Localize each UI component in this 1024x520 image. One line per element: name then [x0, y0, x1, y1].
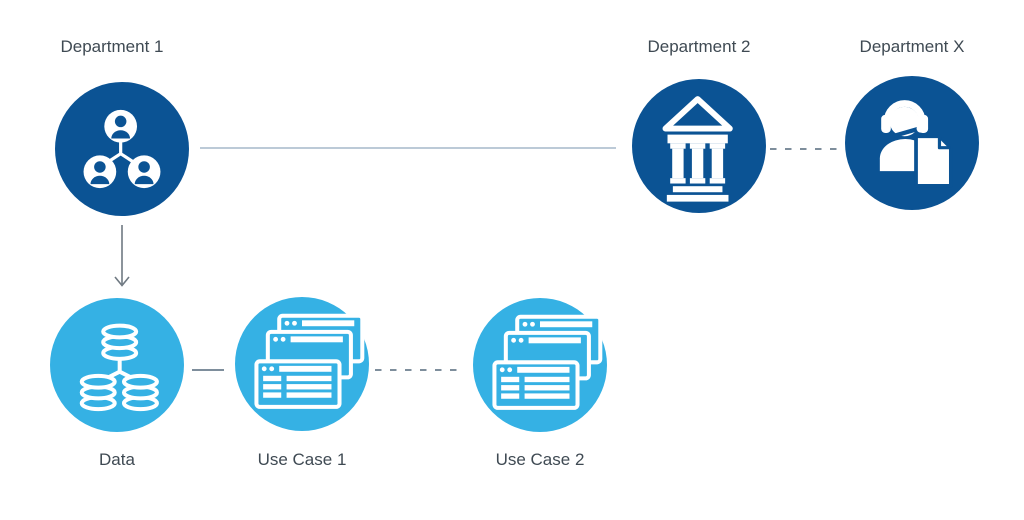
node-department-x	[845, 76, 979, 210]
bank-icon	[662, 96, 733, 202]
label-use-case-1: Use Case 1	[257, 450, 347, 469]
support-agent-document-icon	[879, 100, 953, 188]
label-department-x: Department X	[859, 37, 965, 56]
label-department-1: Department 1	[60, 37, 164, 56]
node-use-case-1	[235, 297, 369, 431]
stacked-app-windows-icon	[473, 298, 607, 432]
linked-databases-icon	[50, 298, 184, 432]
label-data: Data	[99, 450, 135, 469]
stacked-app-windows-icon	[235, 297, 369, 431]
node-department-1	[55, 82, 189, 216]
node-use-case-2	[473, 298, 607, 432]
node-data	[50, 298, 184, 432]
label-department-2: Department 2	[647, 37, 751, 56]
node-department-2	[632, 79, 766, 213]
label-use-case-2: Use Case 2	[495, 450, 585, 469]
org-people-icon	[83, 109, 161, 189]
edge-department1-data-arrow	[114, 225, 130, 287]
